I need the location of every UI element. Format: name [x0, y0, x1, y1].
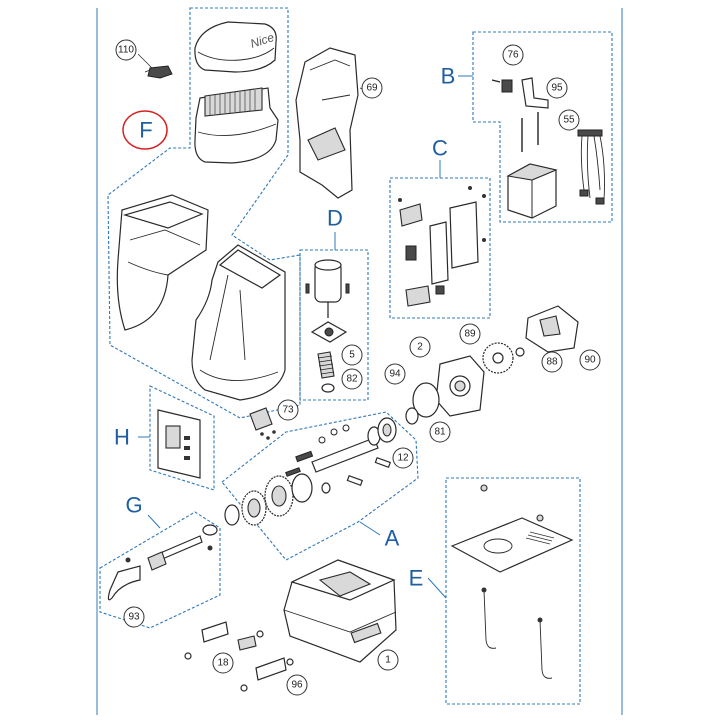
clip-part-110 — [144, 65, 173, 79]
callout-81 — [429, 421, 451, 443]
group-letter-c: C — [432, 136, 448, 161]
callout-1 — [377, 649, 399, 671]
group-d-outline — [299, 249, 369, 401]
limit-switch-part-73 — [249, 407, 276, 440]
rubber-part-18 — [237, 630, 264, 651]
callout-96 — [286, 674, 308, 696]
svg-text:89: 89 — [464, 329, 476, 340]
motor-plate-part — [310, 321, 348, 343]
callout-18 — [212, 652, 234, 674]
drive-shaft-part — [285, 437, 379, 477]
release-lever-part — [107, 524, 218, 601]
group-e-outline — [445, 477, 581, 705]
bumper-part-96 — [240, 657, 294, 692]
callout-2 — [409, 336, 431, 358]
svg-text:81: 81 — [434, 427, 446, 438]
svg-text:69: 69 — [366, 83, 378, 94]
svg-text:82: 82 — [346, 374, 358, 385]
svg-text:18: 18 — [217, 658, 229, 669]
top-cover-part — [194, 21, 277, 73]
transformer-part — [506, 163, 558, 219]
group-letter-g: G — [125, 493, 142, 518]
svg-text:55: 55 — [563, 115, 575, 126]
group-letter-h: H — [114, 425, 130, 450]
front-shell-part — [116, 194, 209, 331]
callout-95 — [546, 77, 568, 99]
svg-text:76: 76 — [507, 50, 519, 61]
svg-text:95: 95 — [551, 83, 563, 94]
receiver-module-part — [157, 409, 201, 479]
callout-94 — [384, 363, 406, 385]
group-letter-e: E — [409, 566, 424, 591]
svg-text:110: 110 — [118, 45, 134, 56]
control-board-parts — [398, 186, 486, 307]
flange-part-2 — [435, 355, 485, 417]
washer-part-81 — [405, 407, 419, 425]
group-letter-f: F — [139, 118, 152, 143]
washer-part — [515, 347, 525, 357]
group-letter-b: B — [441, 64, 456, 89]
svg-text:96: 96 — [291, 680, 303, 691]
gear-cover-part-90 — [525, 305, 579, 353]
bracket-part-69 — [295, 47, 359, 199]
rear-shell-part — [191, 244, 286, 401]
screws-part — [521, 112, 539, 152]
gear-train-part — [224, 473, 331, 526]
callout-110 — [115, 39, 137, 61]
switch-part-76 — [491, 79, 513, 93]
anchor-bolts-part — [481, 587, 553, 679]
callout-93 — [123, 606, 145, 628]
group-g-outline — [99, 511, 221, 629]
group-h-outline — [149, 385, 215, 491]
group-letter-d: D — [327, 206, 343, 231]
group-letter-a: A — [385, 526, 400, 551]
callout-73 — [277, 399, 299, 421]
svg-text:94: 94 — [389, 369, 401, 380]
bearing-parts — [318, 417, 397, 486]
callout-88 — [541, 351, 563, 373]
callout-76 — [502, 44, 524, 66]
wiring-harness-part-55 — [577, 129, 605, 205]
foundation-plate-part — [450, 484, 574, 573]
svg-text:12: 12 — [397, 453, 409, 464]
callout-90 — [579, 349, 601, 371]
group-f-outline — [107, 7, 301, 419]
o-ring-part-94 — [412, 382, 440, 418]
grille-cover-part — [194, 87, 279, 164]
bracket-part-95 — [521, 77, 549, 109]
svg-text:1: 1 — [385, 655, 391, 666]
callout-5 — [341, 344, 363, 366]
callout-55 — [558, 109, 580, 131]
svg-text:88: 88 — [546, 357, 558, 368]
svg-text:5: 5 — [349, 350, 355, 361]
callout-12 — [392, 447, 414, 469]
spring-part-5 — [317, 351, 335, 393]
group-b-outline — [472, 31, 613, 223]
callout-89 — [459, 323, 481, 345]
base-housing-part-1 — [283, 559, 397, 663]
svg-text:73: 73 — [282, 405, 294, 416]
svg-text:93: 93 — [128, 612, 140, 623]
callout-82 — [341, 368, 363, 390]
callout-69 — [361, 77, 383, 99]
highlight-ring — [122, 110, 168, 150]
svg-text:90: 90 — [584, 355, 596, 366]
pinion-gear-part-89 — [482, 342, 514, 374]
bumper-part — [184, 621, 229, 660]
motor-part — [305, 259, 350, 318]
svg-text:2: 2 — [417, 342, 423, 353]
